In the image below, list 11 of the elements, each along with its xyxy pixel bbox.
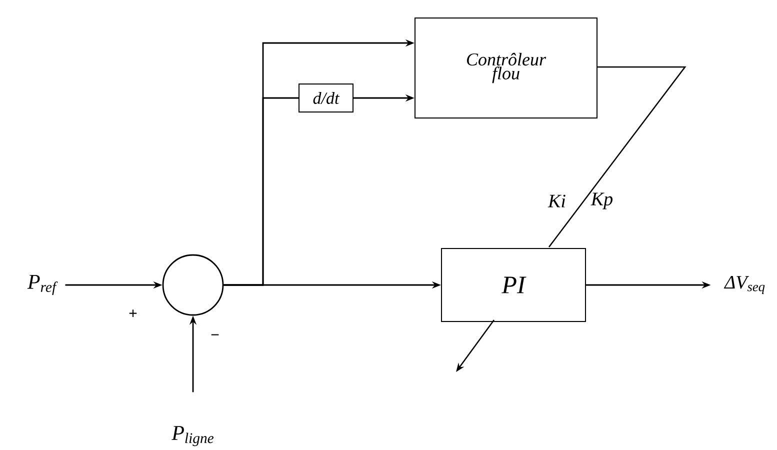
gain-label: Kp (590, 192, 612, 210)
controller-box: Contrôleur flou (414, 18, 598, 118)
sign-label: − (211, 334, 219, 336)
derivative-box: d/dt (298, 84, 354, 112)
input-label: P$_{ligne}$ (172, 426, 214, 446)
output-label: ΔV$_{seq}$ (724, 276, 765, 294)
gain-label: Ki (548, 194, 566, 208)
sign-label: + (129, 310, 137, 317)
summing-junction (162, 254, 224, 316)
pi-box: PI (441, 248, 586, 322)
input-label: P$_{ref}$ (27, 274, 58, 296)
